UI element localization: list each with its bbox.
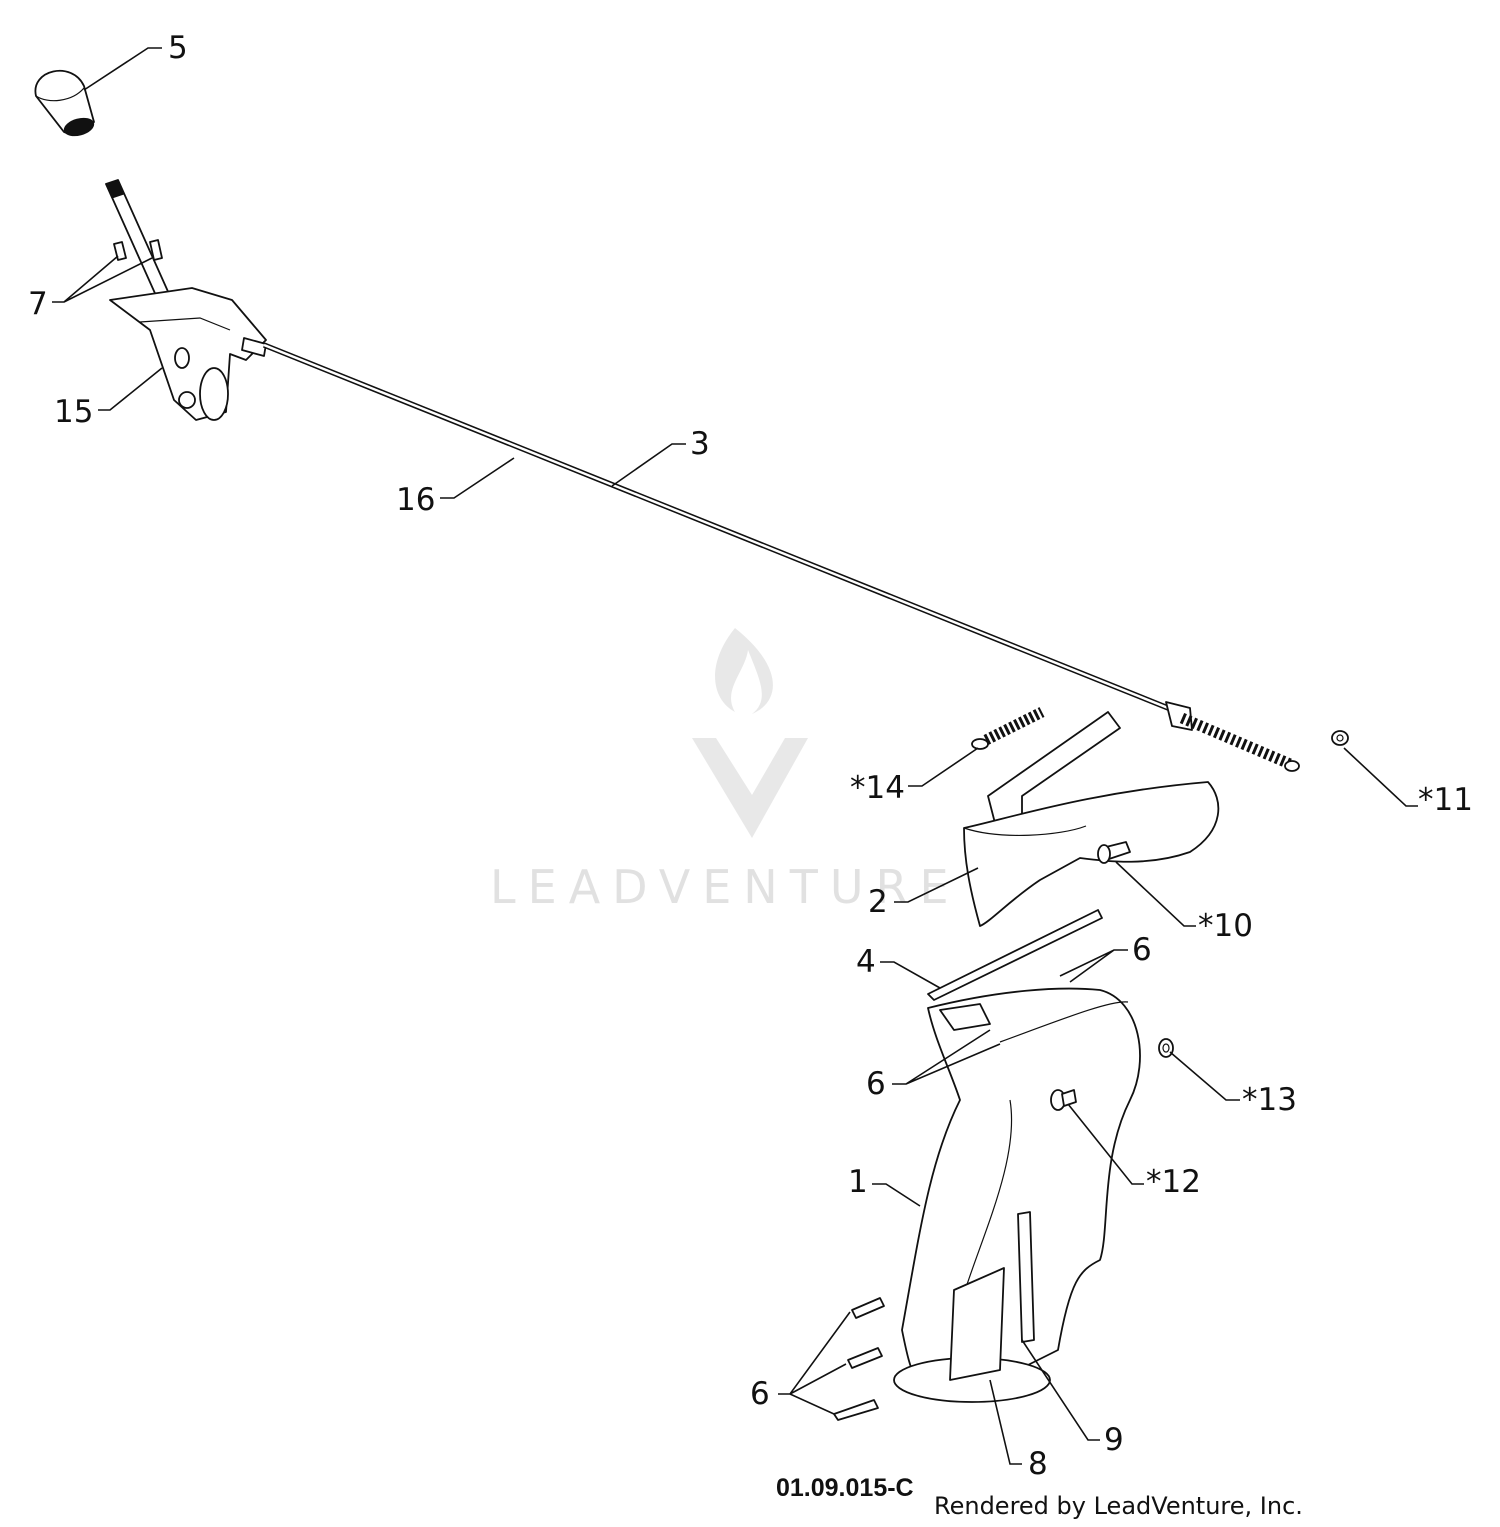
part-cable [262,342,1300,772]
part-strip-4 [927,909,1103,1001]
callout-label: 7 [28,286,48,322]
callout-label: 16 [396,482,435,518]
watermark: LEADVENTURE [490,628,961,914]
part-shift-lever [105,179,267,421]
part-nut-11 [1331,730,1349,746]
part-screws-7 [113,239,163,261]
part-deflector [963,711,1220,927]
part-nut-13 [1158,1038,1174,1058]
callout-label: 3 [690,426,710,462]
part-spring [971,707,1045,750]
callout-label: *10 [1198,908,1253,944]
diagram-code: 01.09.015-C [776,1474,914,1502]
callout-label: 15 [54,394,93,430]
callout-label: 4 [856,944,876,980]
callout-label: 6 [750,1376,770,1412]
part-knob [34,69,95,137]
part-bolt-12 [1050,1089,1077,1111]
callout-label: 8 [1028,1446,1048,1482]
callout-label: 1 [848,1164,868,1200]
callout-label: 5 [168,30,188,66]
credit-text: Rendered by LeadVenture, Inc. [934,1492,1303,1520]
callout-label: 6 [866,1066,886,1102]
callout-label: *13 [1242,1082,1297,1118]
watermark-text: LEADVENTURE [490,860,961,914]
part-chute [893,987,1141,1403]
callout-label: 9 [1104,1422,1124,1458]
callout-label: *11 [1418,782,1473,818]
leader-lines [52,47,1418,1465]
callout-label: 6 [1132,932,1152,968]
part-bolts-6 [833,1297,885,1421]
callout-label: *12 [1146,1164,1201,1200]
callout-labels: 5 7 15 16 3 *14 *11 2 *10 4 6 6 *13 *12 … [28,30,1473,1482]
callout-label: 2 [868,884,888,920]
callout-label: *14 [850,770,905,806]
